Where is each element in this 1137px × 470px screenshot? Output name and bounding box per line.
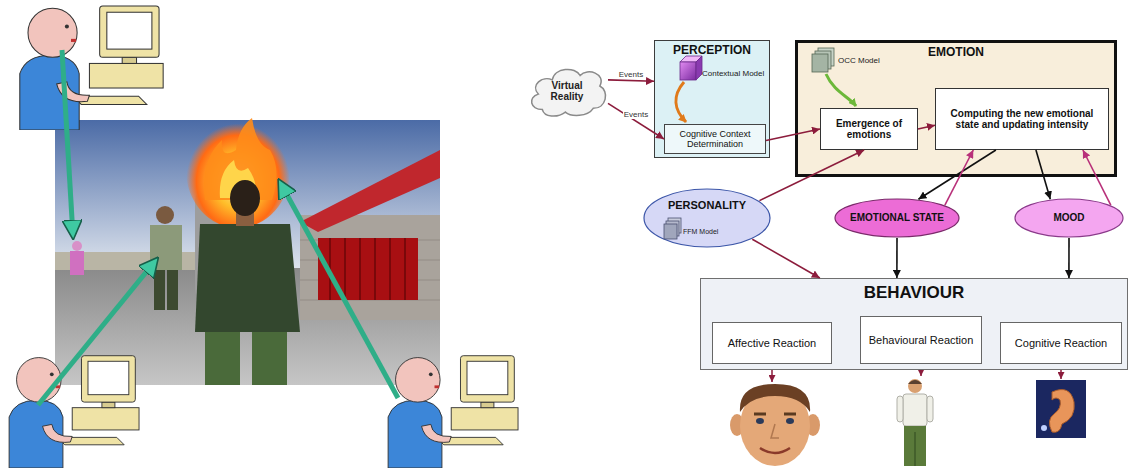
- node-text: PERSONALITY: [668, 199, 746, 212]
- model-label: FFM Model: [683, 228, 718, 236]
- man-illustration: [897, 379, 933, 466]
- ellipse-shape: [643, 188, 771, 248]
- node-text: Emergence of emotions: [825, 118, 913, 141]
- cloud-outline: [532, 69, 606, 116]
- model-icon: [676, 56, 702, 122]
- connector: [945, 150, 973, 205]
- connector: [608, 103, 664, 139]
- node-text: Cognitive Context Determination: [669, 129, 761, 150]
- node-text: Virtual Reality: [537, 80, 597, 103]
- reaction-box: Cognitive Reaction: [1000, 322, 1122, 364]
- connector: [1083, 150, 1111, 205]
- module-heading: BEHAVIOUR: [701, 279, 1127, 303]
- connector: [752, 239, 820, 278]
- connector: [1068, 238, 1070, 278]
- control-arrow: [38, 50, 398, 405]
- reaction-box: Behavioural Reaction: [860, 316, 982, 364]
- personality-ellipse: PERSONALITY: [643, 188, 771, 248]
- model-label: Contextual Model: [702, 70, 764, 79]
- model-label: OCC Model: [838, 57, 880, 66]
- module-heading: PERCEPTION: [655, 41, 769, 58]
- node-text: Affective Reaction: [728, 337, 816, 350]
- model-icon: [664, 218, 681, 239]
- edge-label: Events: [618, 70, 644, 79]
- ellipse-outline: [835, 199, 959, 237]
- ellipse-outline: [644, 189, 770, 247]
- process-box: Computing the new emotional state and up…: [935, 88, 1109, 150]
- connector: [608, 80, 654, 81]
- virtual-scene: [55, 112, 440, 385]
- user-at-computer: [9, 6, 518, 468]
- node-text: Cognitive Reaction: [1015, 337, 1107, 350]
- state-ellipse: MOOD: [1014, 198, 1124, 238]
- reaction-box: Affective Reaction: [712, 322, 832, 364]
- connector: [896, 238, 898, 278]
- module-box: PERCEPTION Cognitive Context Determinatio…: [654, 40, 770, 158]
- connector: [918, 150, 995, 199]
- node-text: MOOD: [1053, 212, 1084, 224]
- node-text: Behavioural Reaction: [869, 334, 974, 347]
- ear-illustration: [1036, 380, 1086, 438]
- module-box: BEHAVIOUR Affective Reaction Behavioural R…: [700, 278, 1128, 370]
- process-box: Emergence of emotions: [820, 108, 918, 150]
- connector: [759, 150, 864, 201]
- node-text: Computing the new emotional state and up…: [940, 108, 1104, 131]
- edge-label: Events: [623, 110, 649, 119]
- node-text: EMOTIONAL STATE: [850, 212, 944, 224]
- process-box: Cognitive Context Determination: [664, 124, 766, 154]
- connector: [1036, 150, 1050, 199]
- ellipse-outline: [1015, 199, 1123, 237]
- source-cloud: Virtual Reality: [526, 60, 608, 122]
- connector: [918, 125, 935, 129]
- state-ellipse: EMOTIONAL STATE: [834, 198, 960, 238]
- face-illustration: [730, 384, 820, 466]
- connector: [766, 129, 820, 141]
